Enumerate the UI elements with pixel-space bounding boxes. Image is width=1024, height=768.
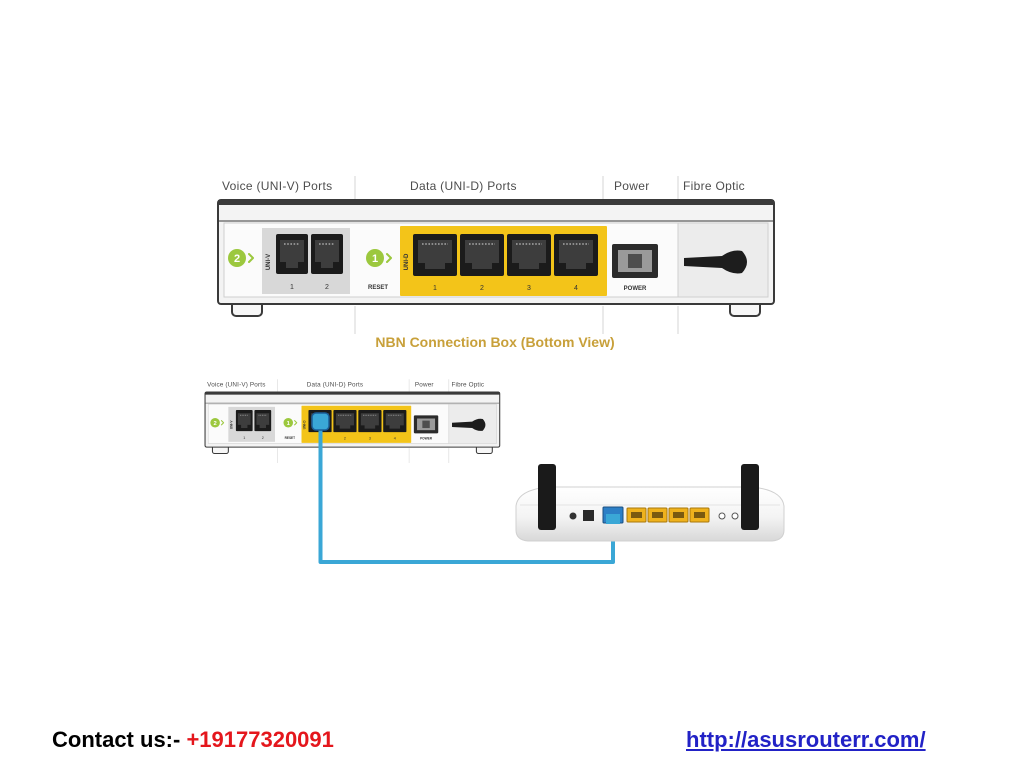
- chevron-right-icon: [386, 253, 392, 263]
- phone-number: +19177320091: [186, 727, 334, 752]
- contact-line: Contact us:- +19177320091: [52, 727, 334, 753]
- power-port-label: POWER: [624, 286, 647, 292]
- step-badge-number: 1: [372, 253, 378, 265]
- step-badge-circle: [228, 249, 246, 267]
- data-port-number: 3: [527, 285, 531, 292]
- data-port-number: 4: [574, 285, 578, 292]
- cable-plug-icon: [311, 412, 330, 431]
- section-dividers: [354, 176, 679, 334]
- chevron-right-icon: [248, 253, 254, 263]
- rj45-port-icon: [507, 234, 551, 276]
- step-badge-number: 2: [234, 253, 240, 265]
- voice-port-number: 2: [325, 284, 329, 291]
- data-port-number: 2: [480, 285, 484, 292]
- wps-led-icon: [731, 512, 739, 520]
- lan-port-opening: [694, 512, 705, 518]
- lan-port-opening: [631, 512, 642, 518]
- diagram-caption: NBN Connection Box (Bottom View): [375, 334, 614, 350]
- reset-label: RESET: [368, 285, 388, 291]
- nbn-connection-box-small: [205, 379, 500, 463]
- rj45-port-icon: [554, 234, 598, 276]
- data-ports-label: Data (UNI-D) Ports: [410, 179, 517, 193]
- antenna-icon: [741, 464, 759, 530]
- reset-hole-icon: [569, 512, 577, 520]
- voice-port-number: 1: [290, 284, 294, 291]
- ethernet-cable: [318, 428, 615, 564]
- website-link[interactable]: http://asusrouterr.com/: [686, 727, 926, 752]
- box-top-edge: [218, 200, 774, 205]
- rj45-port-icon: [460, 234, 504, 276]
- data-panel-label: UNI-D: [404, 253, 410, 270]
- wifi-router-icon: [515, 464, 785, 542]
- data-port-number: 1: [433, 285, 437, 292]
- power-label: Power: [614, 179, 650, 193]
- fibre-optic-label: Fibre Optic: [683, 179, 745, 193]
- usb-led-icon: [718, 512, 726, 520]
- antenna-icon: [538, 464, 556, 530]
- cable-plug-icon: [606, 514, 620, 524]
- fibre-optic-cable-icon: [684, 250, 747, 274]
- contact-label: Contact us:-: [52, 727, 187, 752]
- power-button-icon: [583, 510, 594, 521]
- lan-port-opening: [652, 512, 663, 518]
- rj11-port-icon: [276, 234, 308, 274]
- voice-step-badge: 2: [228, 249, 254, 267]
- reset-step-badge: 1: [366, 249, 392, 267]
- rj11-port-icon: [311, 234, 343, 274]
- nbn-connection-box: Voice (UNI-V) Ports Data (UNI-D) Ports P…: [217, 176, 775, 334]
- step-badge-circle: [366, 249, 384, 267]
- lan-port-opening: [673, 512, 684, 518]
- power-socket-icon: [612, 244, 658, 278]
- voice-panel-label: UNI-V: [266, 254, 272, 270]
- voice-ports-label: Voice (UNI-V) Ports: [222, 179, 332, 193]
- rj45-port-icon: [413, 234, 457, 276]
